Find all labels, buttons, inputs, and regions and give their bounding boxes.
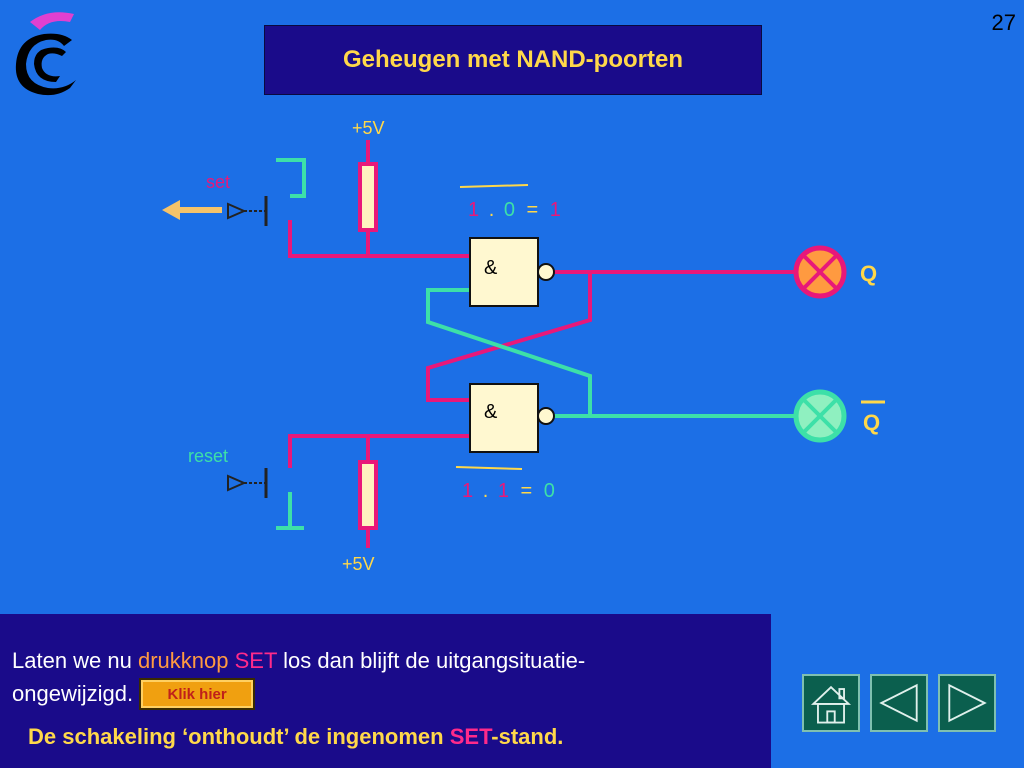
info-text: Laten we nu: [12, 648, 138, 673]
eq-result: 0: [544, 480, 555, 502]
magenta-wires: [288, 140, 800, 548]
conclusion-highlight: SET: [449, 724, 492, 749]
eq-equals: =: [521, 480, 533, 502]
klik-hier-button[interactable]: Klik hier: [139, 678, 256, 710]
gate-symbol: &: [484, 401, 498, 423]
eq-result: 1: [550, 199, 561, 221]
home-button[interactable]: [802, 674, 860, 732]
eq-b: 1: [498, 480, 509, 502]
nand-gate-top: &: [469, 237, 555, 307]
negation-bar: [459, 184, 529, 188]
lamp-q-icon: [793, 245, 847, 299]
set-pushbutton[interactable]: [227, 160, 276, 226]
eq-dot: .: [489, 199, 495, 221]
triangle-right-icon: [948, 683, 987, 723]
negation-bar: [455, 466, 523, 470]
info-box: Laten we nu drukknop SET los dan blijft …: [0, 614, 771, 768]
reset-pushbutton[interactable]: [227, 468, 268, 498]
conclusion-prefix: De schakeling ‘onthoudt’ de ingenomen: [28, 724, 450, 749]
info-text: los dan blijft de uitgangsituatie-: [277, 648, 586, 673]
previous-button[interactable]: [870, 674, 928, 732]
reset-label: reset: [188, 446, 228, 466]
arrow-left-icon: [162, 200, 222, 220]
logo: [15, 12, 76, 96]
eq-b: 0: [504, 199, 515, 221]
info-text: ongewijzigd.: [12, 681, 134, 706]
eq-dot: .: [483, 480, 489, 502]
resistor-top: [358, 162, 378, 232]
gate-symbol: &: [484, 257, 498, 279]
resistor-bottom: [358, 460, 378, 530]
title-box: Geheugen met NAND-poorten: [264, 25, 762, 95]
nand-gate-bottom: &: [469, 383, 555, 453]
top-equation: 1 . 0 = 1: [468, 199, 561, 221]
bottom-equation: 1 . 1 = 0: [462, 480, 555, 502]
info-highlight-drukknop: drukknop: [137, 648, 229, 673]
conclusion-text: De schakeling ‘onthoudt’ de ingenomen SE…: [28, 724, 563, 750]
supply-bottom-label: +5V: [342, 554, 375, 574]
next-button[interactable]: [938, 674, 996, 732]
eq-a: 1: [462, 480, 473, 502]
set-label: set: [206, 172, 230, 192]
home-icon: [810, 685, 852, 724]
lamp-q-bar-icon: [793, 389, 847, 443]
circuit-diagram: +5V +5V set reset & & 1 . 0 = 1 1 .: [162, 118, 885, 574]
page-number: 27: [991, 10, 1016, 35]
eq-a: 1: [468, 199, 479, 221]
info-line-2: ongewijzigd. Klik hier: [12, 678, 256, 710]
green-wires: [276, 158, 800, 530]
supply-top-label: +5V: [352, 118, 385, 138]
triangle-left-icon: [879, 683, 918, 723]
info-line-1: Laten we nu drukknop SET los dan blijft …: [12, 648, 585, 674]
conclusion-suffix: -stand.: [491, 724, 564, 749]
output-q-label: Q: [860, 261, 877, 286]
page-title: Geheugen met NAND-poorten: [342, 46, 683, 73]
output-q-bar-label: Q: [863, 410, 880, 435]
info-highlight-set: SET: [234, 648, 278, 673]
eq-equals: =: [527, 199, 539, 221]
